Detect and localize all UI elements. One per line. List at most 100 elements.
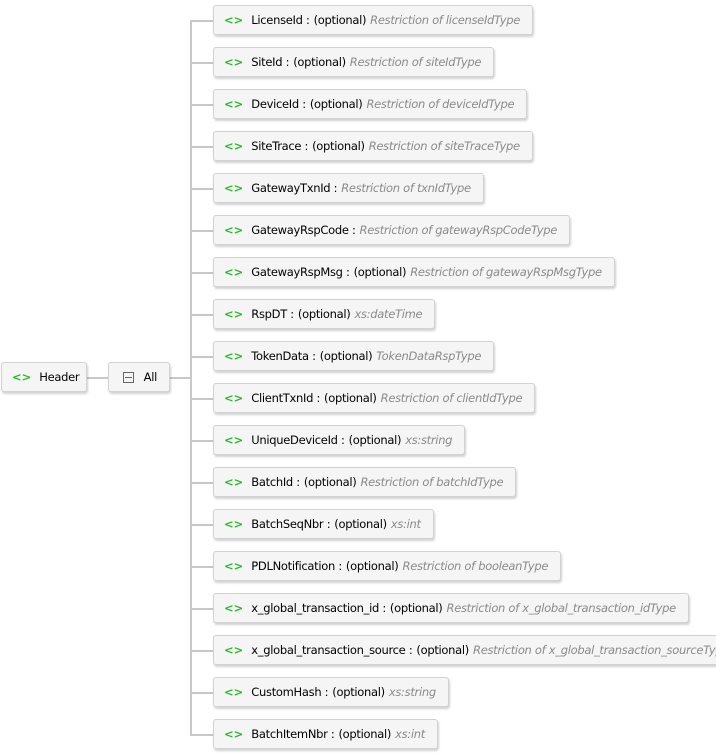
optional-label: (optional) xyxy=(345,559,399,573)
connector-branch xyxy=(191,524,213,526)
optional-label: (optional) xyxy=(324,391,377,405)
child-element[interactable]: <>SiteId :(optional)Restriction of siteI… xyxy=(213,47,495,77)
element-type: xs:int xyxy=(395,727,425,741)
connector-branch xyxy=(191,272,213,274)
optional-label: (optional) xyxy=(319,349,373,363)
child-element[interactable]: <>LicenseId :(optional)Restriction of li… xyxy=(213,5,534,35)
optional-label: (optional) xyxy=(313,13,367,27)
element-icon: <> xyxy=(224,517,244,531)
optional-label: (optional) xyxy=(389,601,443,615)
all-compositor[interactable]: All xyxy=(108,362,170,392)
element-name: LicenseId xyxy=(251,13,303,27)
element-icon: <> xyxy=(224,601,244,615)
element-icon: <> xyxy=(224,391,244,405)
element-type: xs:dateTime xyxy=(354,307,423,321)
child-element[interactable]: <>GatewayRspCode :Restriction of gateway… xyxy=(213,215,571,245)
optional-label: (optional) xyxy=(416,643,469,657)
element-icon: <> xyxy=(224,643,244,657)
element-icon: <> xyxy=(224,223,244,237)
child-element[interactable]: <>BatchSeqNbr :(optional)xs:int xyxy=(213,509,434,539)
optional-label: (optional) xyxy=(309,97,363,111)
optional-label: (optional) xyxy=(348,433,402,447)
element-icon: <> xyxy=(224,349,244,363)
optional-label: (optional) xyxy=(353,265,407,279)
root-label: Header xyxy=(39,370,80,384)
element-type: Restriction of x_global_transaction_idTy… xyxy=(446,601,677,615)
element-name: BatchId xyxy=(251,475,293,489)
element-name: GatewayRspCode xyxy=(251,223,349,237)
connector-branch xyxy=(191,398,213,400)
element-icon: <> xyxy=(224,265,244,279)
optional-label: (optional) xyxy=(297,307,351,321)
child-element[interactable]: <>BatchId :(optional)Restriction of batc… xyxy=(213,467,517,497)
child-element[interactable]: <>ClientTxnId :(optional)Restriction of … xyxy=(213,383,536,413)
element-icon: <> xyxy=(224,559,244,573)
group-label: All xyxy=(143,370,158,384)
element-name: x_global_transaction_source xyxy=(251,643,406,657)
connector-branch xyxy=(191,356,213,358)
connector-branch xyxy=(191,734,213,736)
connector-branch xyxy=(191,188,213,190)
connector-branch xyxy=(191,20,213,22)
element-name: ClientTxnId xyxy=(251,391,314,405)
child-element[interactable]: <>x_global_transaction_id :(optional)Res… xyxy=(213,593,689,623)
connector-branch xyxy=(191,482,213,484)
child-element[interactable]: <>TokenData :(optional)TokenDataRspType xyxy=(213,341,495,371)
connector-root-group xyxy=(86,377,108,379)
element-name: SiteId xyxy=(251,55,283,69)
child-element[interactable]: <>DeviceId :(optional)Restriction of dev… xyxy=(213,89,528,119)
element-name: BatchSeqNbr xyxy=(251,517,324,531)
optional-label: (optional) xyxy=(293,55,346,69)
element-type: Restriction of gatewayRspCodeType xyxy=(359,223,558,237)
element-icon: <> xyxy=(224,433,244,447)
element-type: xs:int xyxy=(390,517,421,531)
element-type: Restriction of licenseIdType xyxy=(370,13,521,27)
child-element[interactable]: <>CustomHash :(optional)xs:string xyxy=(213,677,449,707)
connector-branch xyxy=(191,314,213,316)
element-icon: <> xyxy=(224,13,244,27)
element-type: Restriction of txnIdType xyxy=(341,181,471,195)
child-element[interactable]: <>PDLNotification :(optional)Restriction… xyxy=(213,551,562,581)
element-icon: <> xyxy=(224,55,244,69)
element-name: BatchItemNbr xyxy=(251,727,328,741)
optional-label: (optional) xyxy=(312,139,365,153)
child-element[interactable]: <>SiteTrace :(optional)Restriction of si… xyxy=(213,131,533,161)
connector-group-trunk xyxy=(170,377,191,379)
child-element[interactable]: <>GatewayTxnId :Restriction of txnIdType xyxy=(213,173,484,203)
element-icon: <> xyxy=(224,307,244,321)
element-type: Restriction of siteTraceType xyxy=(368,139,520,153)
child-element[interactable]: <>RspDT :(optional)xs:dateTime xyxy=(213,299,436,329)
element-name: SiteTrace xyxy=(251,139,302,153)
connector-vertical-trunk xyxy=(190,20,192,736)
connector-branch xyxy=(191,62,213,64)
element-type: Restriction of batchIdType xyxy=(360,475,504,489)
element-icon: <> xyxy=(12,370,32,384)
element-type: xs:string xyxy=(405,433,453,447)
element-type: Restriction of deviceIdType xyxy=(366,97,515,111)
child-element[interactable]: <>BatchItemNbr :(optional)xs:int xyxy=(213,719,438,749)
element-type: Restriction of x_global_transaction_sour… xyxy=(473,643,716,657)
element-name: PDLNotification xyxy=(251,559,335,573)
element-name: GatewayTxnId xyxy=(251,181,331,195)
element-icon: <> xyxy=(224,475,244,489)
element-icon: <> xyxy=(224,181,244,195)
child-element[interactable]: <>x_global_transaction_source :(optional… xyxy=(213,635,716,665)
child-element[interactable]: <>UniqueDeviceId :(optional)xs:string xyxy=(213,425,466,455)
child-element[interactable]: <>GatewayRspMsg :(optional)Restriction o… xyxy=(213,257,615,287)
connector-branch xyxy=(191,146,213,148)
connector-branch xyxy=(191,692,213,694)
optional-label: (optional) xyxy=(332,685,385,699)
element-name: CustomHash xyxy=(251,685,322,699)
element-name: x_global_transaction_id xyxy=(251,601,379,615)
connector-branch xyxy=(191,566,213,568)
element-type: TokenDataRspType xyxy=(376,349,482,363)
root-element-header[interactable]: <> Header xyxy=(1,362,87,392)
element-type: Restriction of siteIdType xyxy=(349,55,482,69)
all-compositor-icon xyxy=(123,371,134,383)
element-type: Restriction of clientIdType xyxy=(380,391,523,405)
element-name: RspDT xyxy=(251,307,287,321)
element-icon: <> xyxy=(224,139,244,153)
element-type: Restriction of booleanType xyxy=(402,559,549,573)
element-name: DeviceId xyxy=(251,97,299,111)
connector-branch xyxy=(191,608,213,610)
